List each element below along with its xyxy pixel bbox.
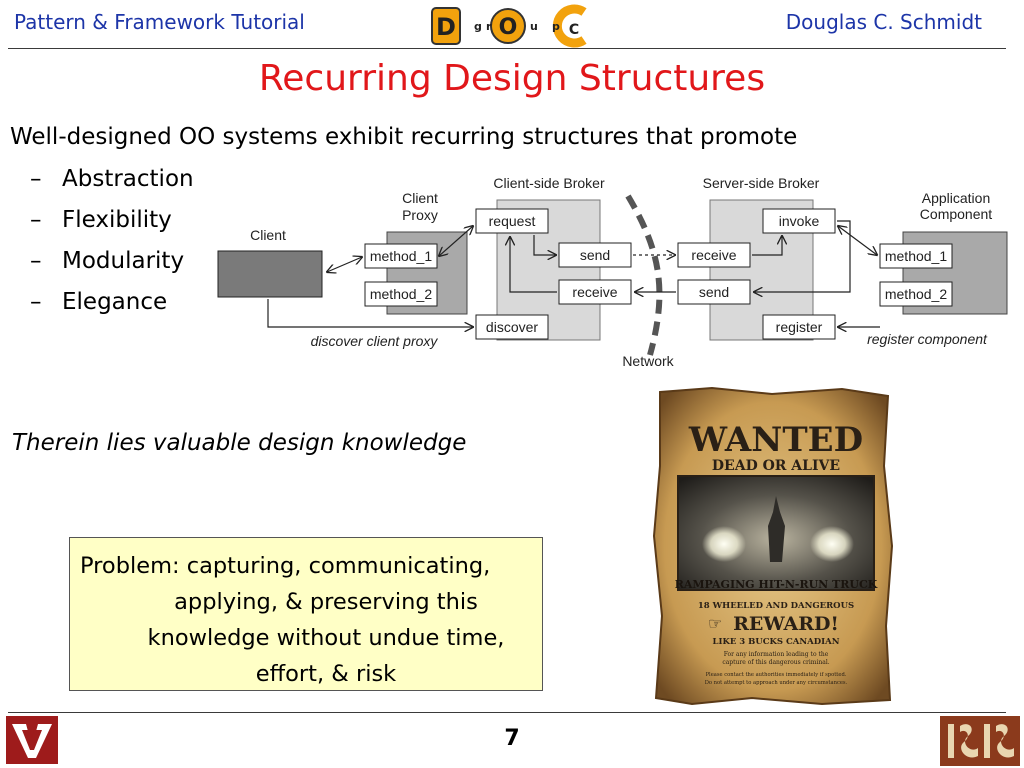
server-broker-label: Server-side Broker — [703, 175, 820, 191]
logo-letter-c: C — [569, 22, 579, 38]
logo-letter-p: p — [552, 20, 560, 33]
problem-callout: Problem: capturing, communicating, apply… — [69, 537, 543, 691]
logo-letter-r: r — [486, 20, 492, 33]
register-component-label: register component — [867, 331, 988, 347]
client-broker-label: Client-side Broker — [493, 175, 605, 191]
bullet-label: Abstraction — [62, 166, 194, 192]
send-server-box: send — [699, 284, 729, 300]
client-proxy-label-1: Client — [402, 190, 438, 206]
bullet-item: –Flexibility — [30, 207, 172, 233]
wanted-poster-image: WANTED DEAD OR ALIVE RAMPAGING HIT-N-RUN… — [652, 386, 894, 706]
bullet-item: –Abstraction — [30, 166, 194, 192]
proxy-method-2-box: method_2 — [370, 286, 432, 302]
network-boundary — [625, 194, 663, 356]
poster-fine-4: Do not attempt to approach under any cir… — [705, 680, 848, 686]
bullet-list: –Abstraction –Flexibility –Modularity –E… — [30, 164, 194, 328]
register-box: register — [776, 319, 823, 335]
request-box: request — [489, 213, 536, 229]
isis-logo — [940, 716, 1020, 766]
poster-caption: RAMPAGING HIT-N-RUN TRUCK — [675, 578, 878, 591]
logo-letter-u: u — [530, 20, 538, 33]
discover-client-proxy-label: discover client proxy — [311, 333, 439, 349]
logo-letter-o: O — [499, 15, 518, 40]
headlight-left — [702, 526, 746, 562]
poster-amount: LIKE 3 BUCKS CANADIAN — [713, 637, 840, 647]
problem-rest: applying, & preserving this knowledge wi… — [147, 589, 505, 687]
invoke-box: invoke — [779, 213, 820, 229]
receive-server-box: receive — [691, 247, 736, 263]
header-divider — [8, 48, 1006, 49]
client-label: Client — [250, 227, 286, 243]
figure-silhouette — [768, 496, 785, 562]
network-label: Network — [622, 353, 674, 369]
logo-letter-d: D — [436, 13, 456, 41]
client-proxy-label-2: Proxy — [402, 207, 438, 223]
app-component-label-1: Application — [922, 190, 991, 206]
headlight-right — [810, 526, 854, 562]
poster-subline: 18 WHEELED AND DANGEROUS — [698, 601, 854, 611]
bullet-item: –Elegance — [30, 289, 168, 315]
proxy-method-1-box: method_1 — [370, 248, 432, 264]
discover-box: discover — [486, 319, 538, 335]
receive-client-box: receive — [572, 284, 617, 300]
poster-fine-3: Please contact the authorities immediate… — [706, 672, 847, 678]
broker-diagram: Client Client Proxy Client-side Broker S… — [217, 175, 1008, 369]
poster-wanted: WANTED — [688, 420, 863, 460]
bullet-label: Modularity — [62, 248, 185, 274]
page-number: 7 — [504, 726, 520, 751]
bullet-label: Elegance — [62, 289, 168, 315]
poster-dead-or-alive: DEAD OR ALIVE — [712, 458, 840, 474]
client-block — [217, 250, 323, 298]
poster-fine-1: For any information leading to the — [724, 651, 829, 658]
header-course-title: Pattern & Framework Tutorial — [14, 10, 305, 34]
doc-group-logo: D g O r u C p — [431, 4, 587, 48]
vanderbilt-logo — [6, 716, 58, 764]
app-component-label-2: Component — [920, 206, 992, 222]
send-client-box: send — [580, 247, 610, 263]
poster-fine-2: capture of this dangerous criminal. — [722, 659, 829, 666]
diagram-arrows — [267, 220, 880, 327]
header-author: Douglas C. Schmidt — [785, 10, 982, 34]
app-method-2-box: method_2 — [885, 286, 947, 302]
footer-divider — [8, 712, 1006, 713]
pointing-hand-icon: ☞ — [708, 614, 722, 633]
logo-letter-g: g — [474, 20, 482, 33]
app-method-1-box: method_1 — [885, 248, 947, 264]
intro-text: Well-designed OO systems exhibit recurri… — [10, 124, 798, 150]
bullet-label: Flexibility — [62, 207, 172, 233]
poster-reward: REWARD! — [733, 613, 839, 635]
bullet-item: –Modularity — [30, 248, 185, 274]
therein-text: Therein lies valuable design knowledge — [12, 430, 467, 456]
slide-title: Recurring Design Structures — [258, 58, 766, 99]
problem-first-line: Problem: capturing, communicating, — [80, 553, 491, 579]
